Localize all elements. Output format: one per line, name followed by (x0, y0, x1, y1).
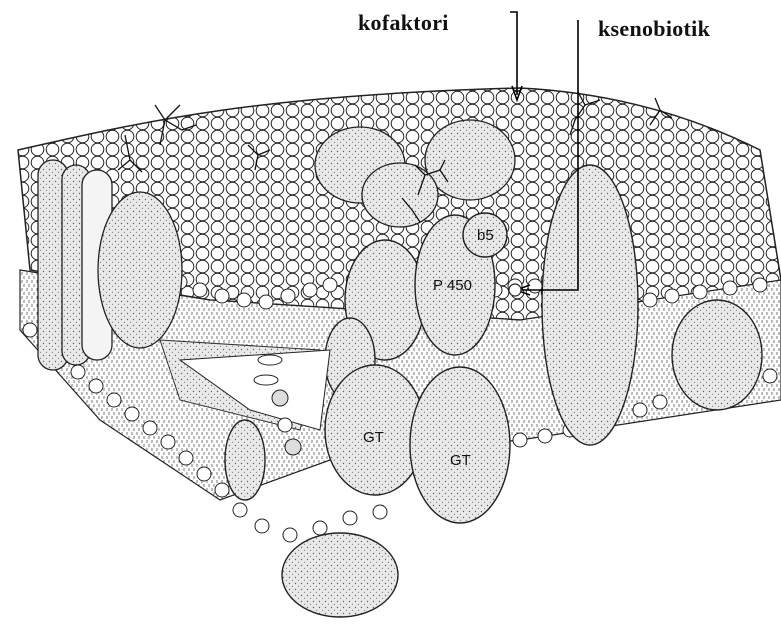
label-p450: P 450 (433, 277, 472, 294)
label-b5: b5 (477, 227, 494, 244)
label-gt-right: GT (450, 452, 471, 469)
kofaktori-pointer (510, 12, 522, 100)
kofaktori-label: kofaktori (358, 10, 449, 36)
label-gt-left: GT (363, 429, 384, 446)
ksenobiotik-label: ksenobiotik (598, 16, 710, 42)
xenobiotic-molecule (509, 284, 521, 296)
